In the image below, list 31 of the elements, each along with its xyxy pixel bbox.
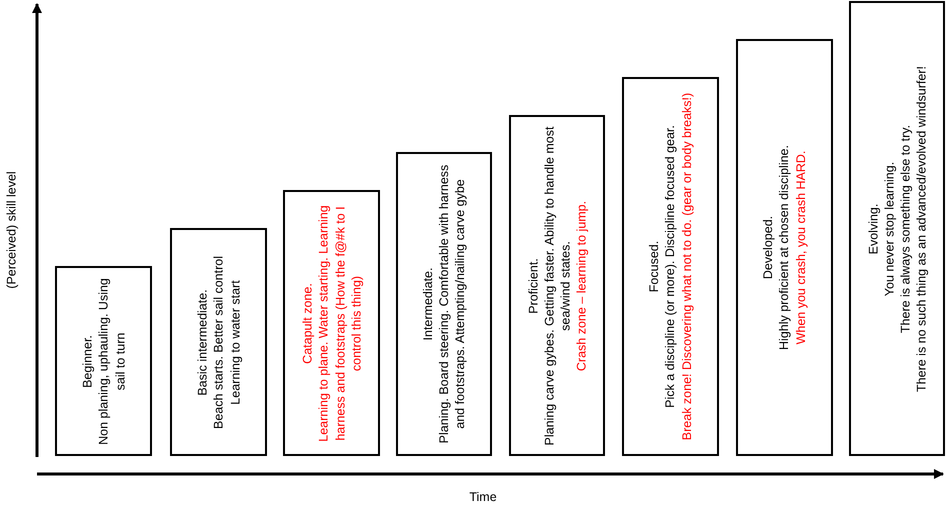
stage-description: When you crash, you crash HARD. <box>792 150 809 344</box>
stage-heading: Basic intermediate. <box>194 288 210 396</box>
stage-box <box>509 115 605 456</box>
stage-description: You never stop learning. <box>880 161 897 296</box>
stage-heading: Developed. <box>760 216 776 280</box>
stage-heading: Intermediate. <box>420 268 436 340</box>
stage-box <box>622 77 719 456</box>
stage-box <box>170 228 267 456</box>
stage-description: Crash zone – learning to jump. <box>573 200 590 371</box>
stage-box <box>55 266 152 456</box>
stage-description: Highly proficient at chosen discipline. <box>776 145 792 350</box>
stage-box <box>396 152 492 456</box>
stage-description: Planing carve gybes. Getting faster. Ability to handle most sea/wind states. <box>540 125 573 446</box>
stage-description: Planing. Board steering. Comfortable with harness and footstraps. Attempting/nailing carve gybe <box>436 164 468 446</box>
stage-description: Non planing, uphauling. Using sail to turn <box>95 276 128 446</box>
stage-description: There is no such thing as an advanced/evolved windsurfer! <box>913 66 930 392</box>
stage-description: Learning to plane. Water starting. Learning harness and footstraps (How the f@#k to I control this thing) <box>315 204 364 444</box>
stage-description: Beach starts. Better sail control Learning to water start <box>210 254 243 430</box>
stage-description: There is always something else to try. <box>897 124 914 333</box>
stage-description: Pick a discipline (or more). Discipline focused gear. <box>662 125 678 408</box>
stage-box <box>283 190 380 456</box>
stage-box <box>849 1 945 456</box>
stage-heading: Evolving. <box>864 203 881 254</box>
stage-box <box>736 39 833 456</box>
stage-description: Break zone! Discovering what not to do. (gear or body breaks!) <box>678 92 695 440</box>
stage-heading: Focused. <box>646 240 662 292</box>
stage-heading: Proficient. <box>524 258 540 314</box>
axis-label: (Perceived) skill level <box>5 171 19 289</box>
stage-heading: Catapult zone. <box>299 282 316 364</box>
axis-label: Time <box>469 490 497 504</box>
stage-heading: Beginner. <box>79 334 96 388</box>
